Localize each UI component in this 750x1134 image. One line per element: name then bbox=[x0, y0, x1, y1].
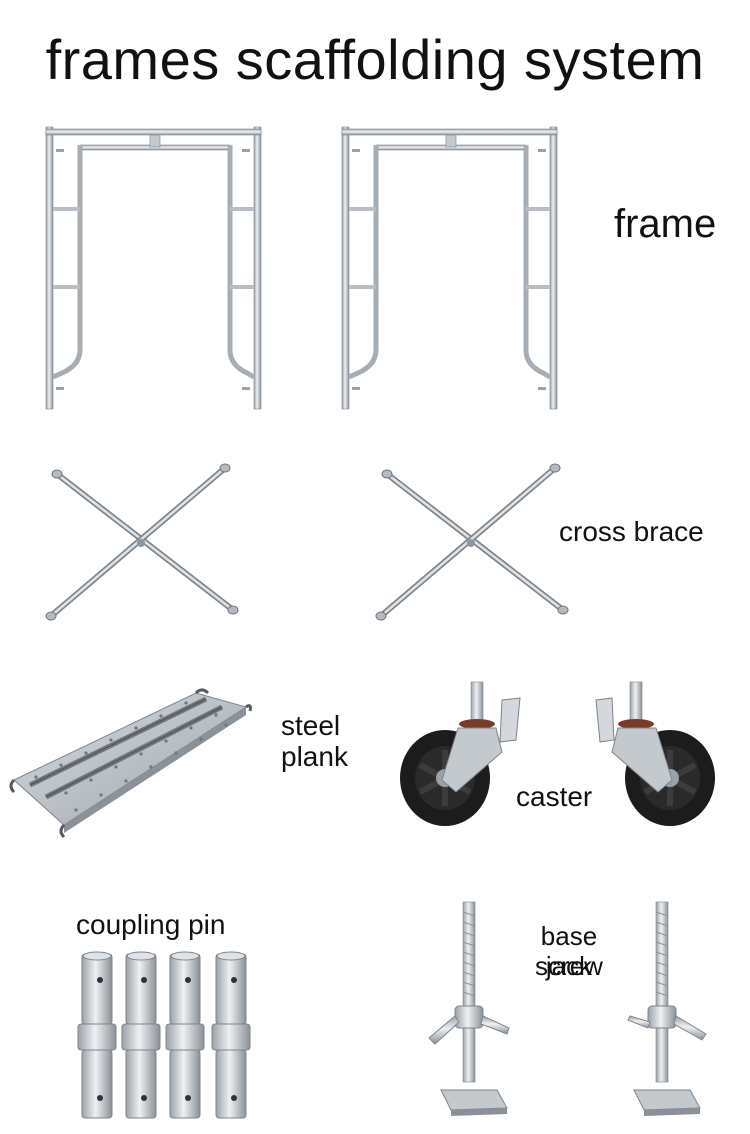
steel-plank-label-line2: plank bbox=[281, 741, 348, 772]
frame-image-left bbox=[42, 125, 267, 415]
steel-plank-image bbox=[6, 685, 252, 840]
frame-image-right bbox=[338, 125, 563, 415]
base-screw-jack-label-line2: jack bbox=[545, 951, 593, 981]
frame-label: frame bbox=[614, 202, 717, 246]
page-title: frames scaffolding system bbox=[45, 28, 705, 91]
base-screw-jack-image-right bbox=[627, 898, 728, 1128]
coupling-pin-label: coupling pin bbox=[76, 909, 226, 940]
cross-brace-label: cross brace bbox=[559, 516, 704, 547]
caster-image-right bbox=[592, 680, 722, 830]
steel-plank-label-line1: steel bbox=[281, 710, 341, 741]
coupling-pin-image bbox=[77, 950, 258, 1125]
cross-brace-image-right bbox=[375, 460, 570, 625]
cross-brace-image-left bbox=[45, 460, 240, 625]
base-screw-jack-label-line1: base screw bbox=[535, 921, 603, 981]
caster-label: caster bbox=[516, 781, 593, 812]
caster-image-left bbox=[398, 680, 528, 830]
base-screw-jack-image-left bbox=[425, 898, 525, 1128]
